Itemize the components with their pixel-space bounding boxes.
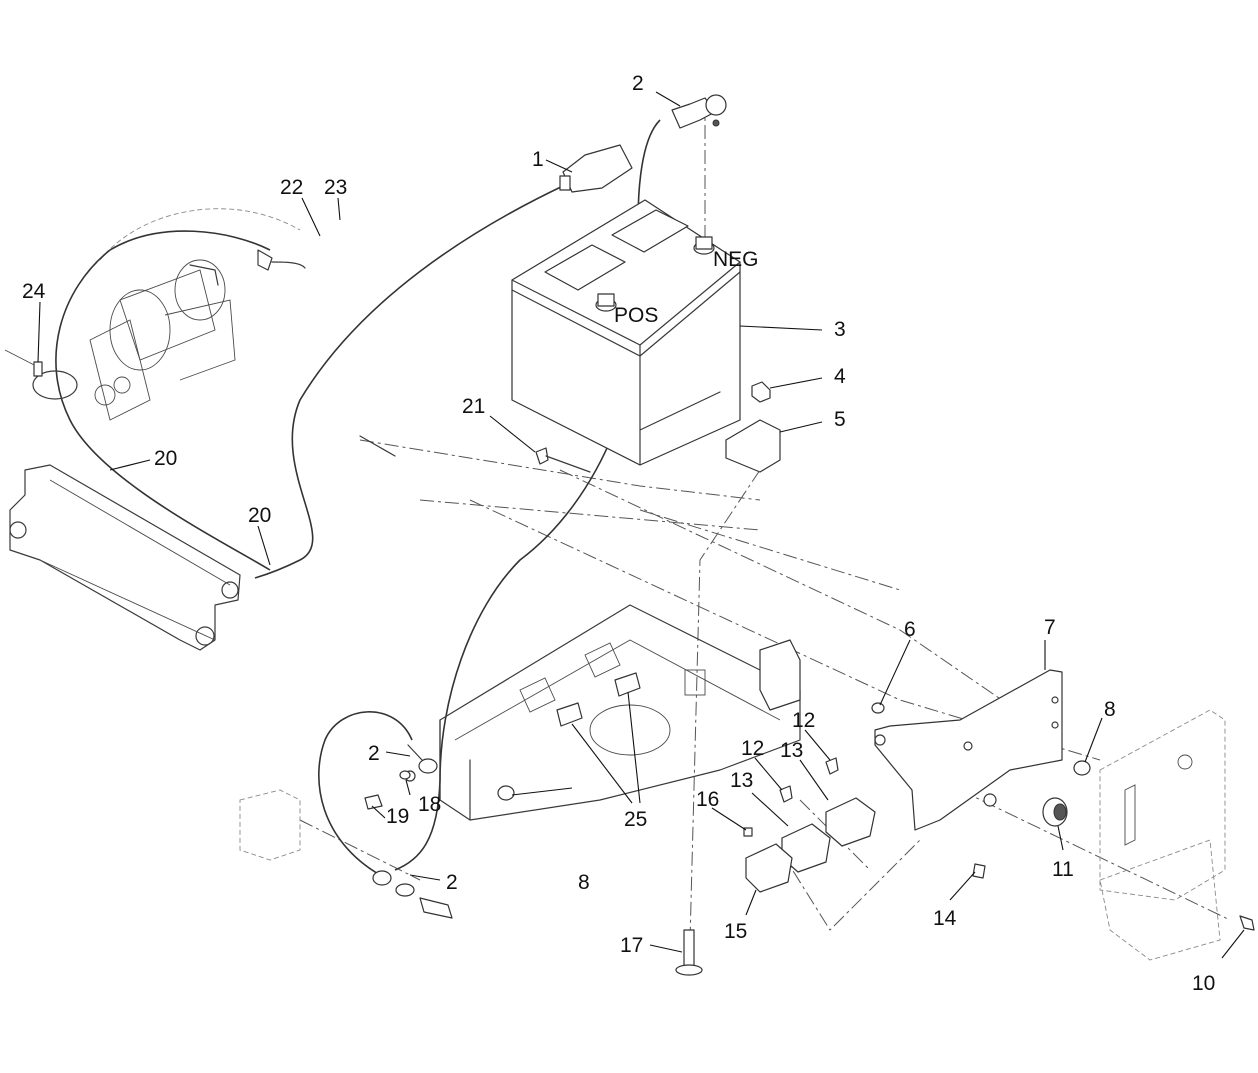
callout-12-right: 12: [792, 709, 815, 732]
callout-19: 19: [386, 805, 409, 828]
callout-21: 21: [462, 395, 485, 418]
controller-module: [1099, 709, 1226, 961]
nut-lower: [497, 785, 515, 801]
relays: [743, 757, 876, 893]
callout-12-left: 12: [741, 737, 764, 760]
callout-10: 10: [1192, 972, 1215, 995]
battery-negative-mark: NEG: [713, 248, 759, 271]
callout-4: 4: [834, 365, 846, 388]
callout-2-ground-upper: 2: [368, 742, 380, 765]
callout-13-left: 13: [730, 769, 753, 792]
leader-lines: [37, 91, 1245, 959]
callout-24: 24: [22, 280, 46, 303]
callout-18: 18: [418, 793, 441, 816]
bolt-17: [675, 929, 703, 976]
callout-20-upper: 20: [154, 447, 177, 470]
ghost-panel: [239, 789, 301, 861]
callout-2-top: 2: [632, 72, 644, 95]
ground-cable: [318, 711, 453, 919]
callout-16: 16: [696, 788, 719, 811]
battery-hardware: [359, 381, 781, 473]
ground-hardware: [399, 770, 411, 780]
callouts: 1 2 2 2 3 4 5 6 7 8 8 10 11 12 12 13 13 …: [22, 72, 1215, 995]
callout-13-right: 13: [780, 739, 803, 762]
control-bracket: [871, 669, 1063, 831]
callout-20-lower: 20: [248, 504, 271, 527]
callout-8-right: 8: [1104, 698, 1116, 721]
mounting-plate: [439, 604, 801, 821]
right-hardware: [972, 760, 1255, 931]
starter-motor: [89, 208, 301, 421]
callout-23: 23: [324, 176, 347, 199]
battery: POS NEG: [511, 199, 759, 466]
callout-3: 3: [834, 318, 846, 341]
callout-8-lower: 8: [578, 871, 590, 894]
spacers: [556, 672, 641, 727]
callout-2-ground-lower: 2: [446, 871, 458, 894]
callout-22: 22: [280, 176, 303, 199]
battery-positive-mark: POS: [614, 304, 658, 327]
frame-rail: [9, 464, 241, 651]
starter-cable: [4, 230, 306, 571]
callout-6: 6: [904, 618, 916, 641]
callout-11: 11: [1052, 858, 1074, 881]
callout-1: 1: [532, 148, 544, 171]
callout-7: 7: [1044, 616, 1056, 639]
callout-5: 5: [834, 408, 846, 431]
callout-14: 14: [933, 907, 957, 930]
callout-17: 17: [620, 934, 643, 957]
callout-15: 15: [724, 920, 747, 943]
callout-25: 25: [624, 808, 647, 831]
